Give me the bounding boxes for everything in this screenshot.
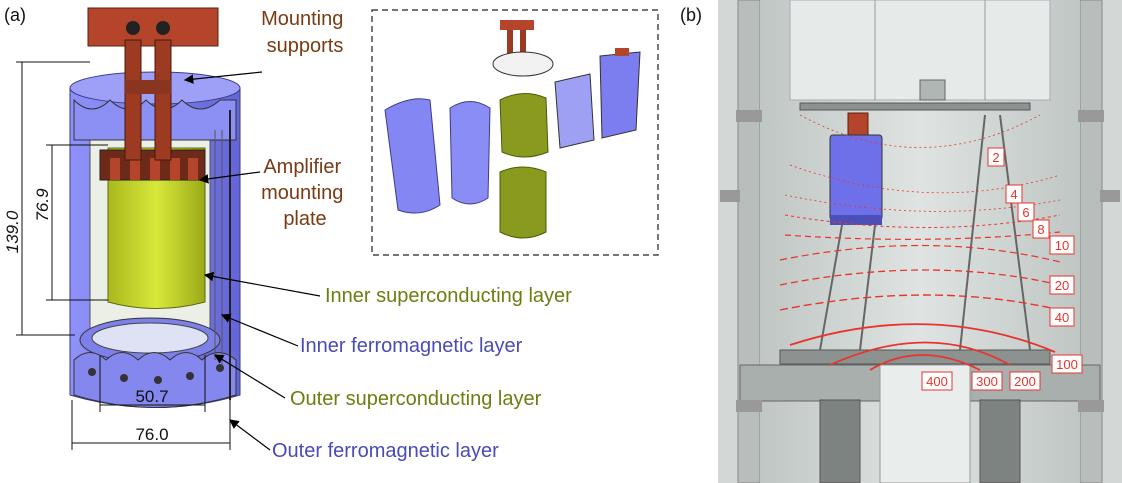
contour-label: 400 [926,374,948,389]
contour-label: 8 [1037,222,1044,237]
callout-arrows [183,71,321,451]
label-amplifier-plate: Amplifier mounting plate [261,156,349,230]
dimension-lines [16,61,231,450]
contour-label: 10 [1055,238,1069,253]
contour-labels: 2 4 6 8 10 20 40 100 400 300 200 [921,147,1083,391]
chamber-cross-section [718,0,1122,483]
label-mounting-supports: Mounting supports [261,8,349,57]
contour-label: 40 [1055,310,1069,325]
label-inner-fm: Inner ferromagnetic layer [300,335,523,357]
contour-label: 6 [1022,205,1029,220]
shield-cutaway [69,7,241,408]
label-outer-fm: Outer ferromagnetic layer [272,440,499,462]
dim-width-outer: 76.0 [135,425,168,444]
dim-height-inner: 76.9 [33,188,52,222]
contour-label: 300 [976,374,998,389]
exploded-view-inset [371,9,659,256]
contour-label: 2 [992,150,999,165]
label-inner-sc: Inner superconducting layer [325,285,572,307]
dim-width-inner: 50.7 [135,387,168,406]
panel-b-tag: (b) [680,5,702,25]
contour-label: 20 [1055,278,1069,293]
panel-a-tag: (a) [4,5,26,25]
dim-height-total: 139.0 [3,210,22,253]
contour-label: 4 [1010,187,1017,202]
contour-label: 200 [1014,374,1036,389]
label-outer-sc: Outer superconducting layer [290,388,542,410]
field-contours [779,114,1061,371]
contour-label: 100 [1056,357,1078,372]
